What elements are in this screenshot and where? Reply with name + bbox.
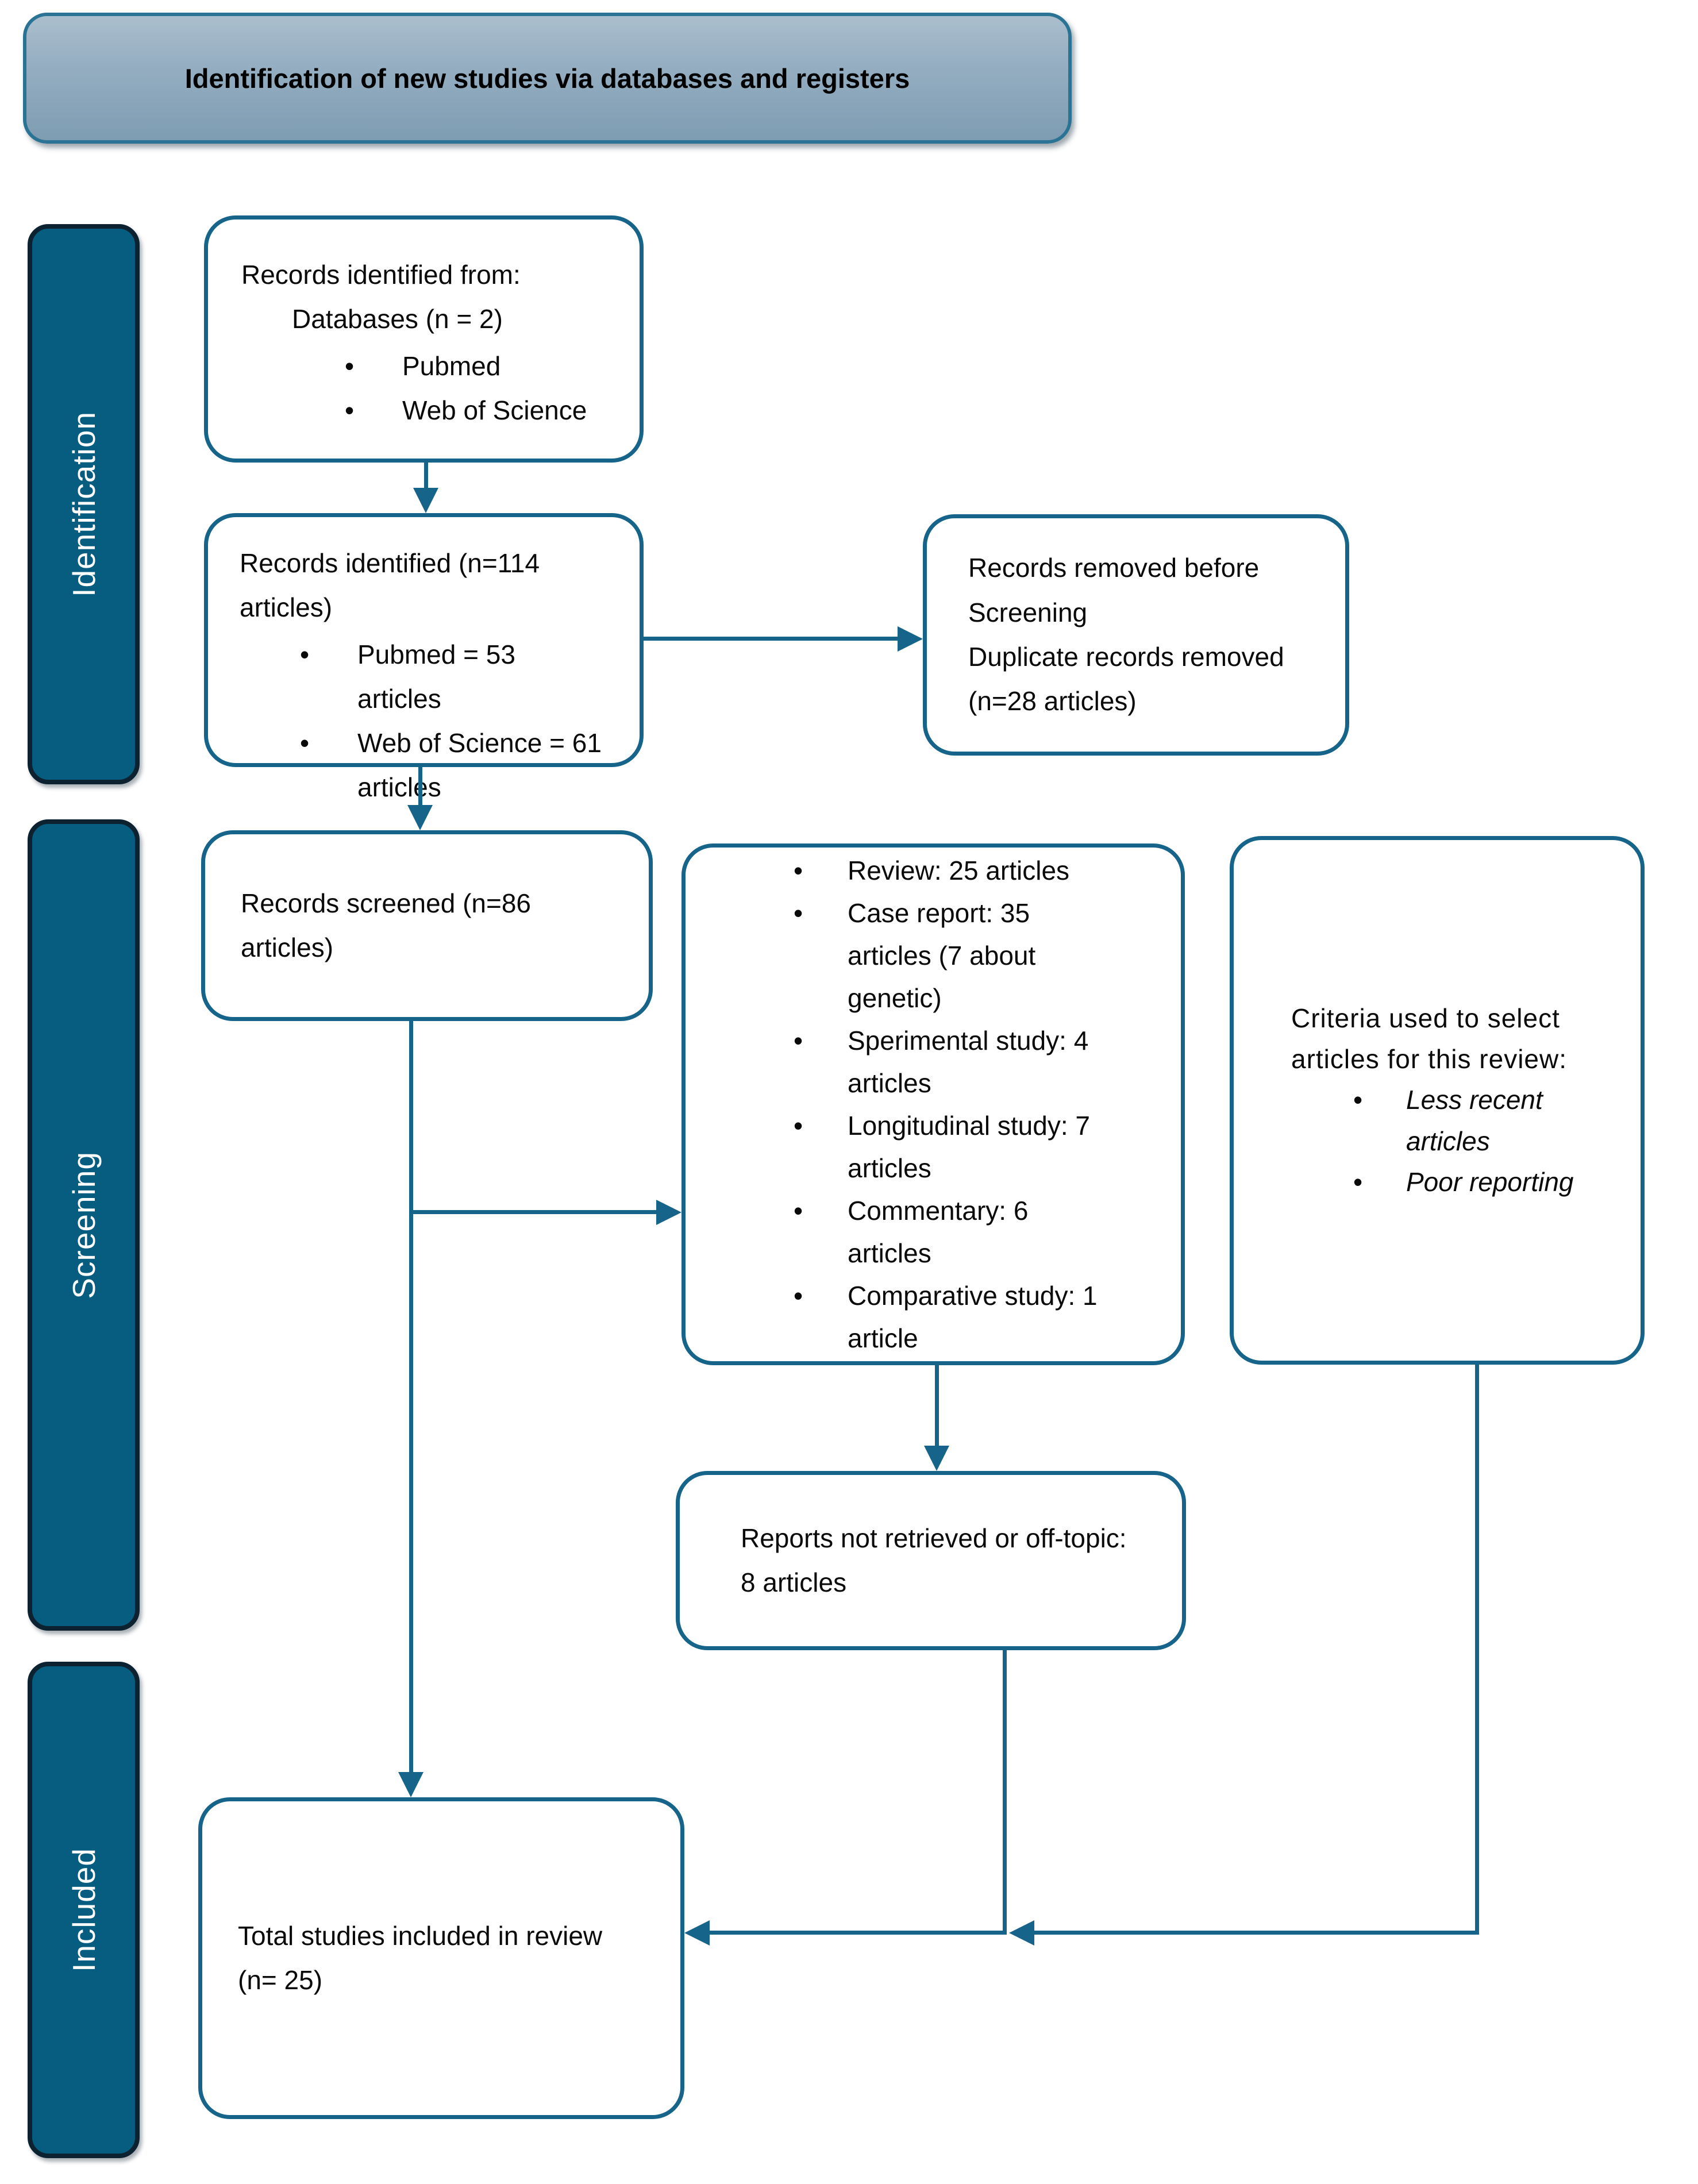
bullet-dot xyxy=(1353,1162,1406,1203)
bullet-dot xyxy=(794,892,848,934)
connector-junction-to-f xyxy=(709,1931,1007,1935)
box-reports-not-retrieved: Reports not retrieved or off-topic: 8 ar… xyxy=(676,1471,1186,1650)
stage-label-screening: Screening xyxy=(66,1151,102,1299)
arrowhead-left-into-f xyxy=(684,1920,710,1946)
list-item: Sperimental study: 4 articles xyxy=(794,1019,1181,1104)
list-item: Web of Science xyxy=(345,388,622,433)
connector-h-down xyxy=(1475,1363,1479,1935)
arrowhead-right-b-to-g xyxy=(898,626,923,652)
bullet-dot xyxy=(794,849,848,892)
diagram-title: Identification of new studies via databa… xyxy=(184,63,910,94)
bullet-dot xyxy=(345,388,402,433)
box-a-bullet-list: Pubmed Web of Science xyxy=(241,344,622,433)
connector-b-to-g xyxy=(642,637,900,641)
box-f-text: Total studies included in review (n= 25) xyxy=(238,1920,603,1995)
bullet-dot xyxy=(794,1104,848,1147)
arrowhead-down-d-to-e xyxy=(924,1446,949,1471)
stage-label-identification: Identification xyxy=(66,411,102,597)
box-a-line2: Databases (n = 2) xyxy=(292,304,503,334)
bullet-dot xyxy=(1353,1080,1406,1120)
box-screening-breakdown: Review: 25 articles Case report: 35 arti… xyxy=(681,843,1185,1365)
list-item: Comparative study: 1 article xyxy=(794,1274,1181,1359)
connector-e-down xyxy=(1003,1649,1007,1935)
list-item: Less recent articles xyxy=(1353,1080,1641,1162)
stage-bar-screening: Screening xyxy=(28,819,140,1631)
box-records-identified-from: Records identified from: Databases (n = … xyxy=(204,215,644,463)
arrowhead-right-branch-to-d xyxy=(656,1200,681,1225)
arrowhead-down-a-to-b xyxy=(413,488,438,513)
box-h-bullet-list: Less recent articles Poor reporting xyxy=(1234,1080,1641,1203)
bullet-dot xyxy=(300,633,357,677)
box-selection-criteria: Criteria used to select articles for thi… xyxy=(1230,836,1645,1365)
box-g-text: Records removed before Screening Duplica… xyxy=(968,553,1284,717)
arrowhead-down-c-to-f xyxy=(398,1772,423,1797)
list-item: Case report: 35 articles (7 about geneti… xyxy=(794,892,1181,1019)
stage-bar-identification: Identification xyxy=(28,224,140,784)
connector-a-to-b xyxy=(424,460,428,491)
box-h-heading: Criteria used to select articles for thi… xyxy=(1291,1003,1568,1074)
connector-c-to-f xyxy=(409,1020,413,1774)
diagram-title-banner: Identification of new studies via databa… xyxy=(23,13,1072,144)
box-e-text: Reports not retrieved or off-topic: 8 ar… xyxy=(741,1523,1127,1597)
list-item: Poor reporting xyxy=(1353,1162,1641,1203)
box-b-bullet-list: Pubmed = 53 articles Web of Science = 61… xyxy=(240,633,628,810)
bullet-dot xyxy=(300,721,357,765)
bullet-dot xyxy=(794,1019,848,1062)
box-c-text: Records screened (n=86 articles) xyxy=(241,888,532,962)
box-a-line1: Records identified from: xyxy=(241,260,521,290)
arrowhead-down-b-to-c xyxy=(407,805,433,830)
list-item: Web of Science = 61 articles xyxy=(300,721,628,810)
box-total-included: Total studies included in review (n= 25) xyxy=(198,1797,684,2119)
bullet-dot xyxy=(794,1274,848,1317)
box-records-identified: Records identified (n=114 articles) Pubm… xyxy=(204,513,644,802)
list-item: Pubmed = 53 articles xyxy=(300,633,628,722)
box-d-bullet-list: Review: 25 articles Case report: 35 arti… xyxy=(686,849,1181,1360)
connector-branch-to-d xyxy=(411,1210,657,1214)
bullet-dot xyxy=(794,1189,848,1232)
connector-h-to-junction xyxy=(1033,1931,1479,1935)
box-b-heading: Records identified (n=114 articles) xyxy=(240,548,540,623)
stage-bar-included: Included xyxy=(28,1662,140,2158)
box-records-screened: Records screened (n=86 articles) xyxy=(201,830,653,1021)
connector-b-to-c xyxy=(418,764,422,807)
connector-d-to-e xyxy=(935,1364,939,1447)
list-item: Commentary: 6 articles xyxy=(794,1189,1181,1274)
list-item: Pubmed xyxy=(345,344,622,388)
list-item: Longitudinal study: 7 articles xyxy=(794,1104,1181,1189)
stage-label-included: Included xyxy=(66,1848,102,1972)
list-item: Review: 25 articles xyxy=(794,849,1181,892)
arrowhead-left-h-to-junction xyxy=(1009,1920,1034,1946)
bullet-dot xyxy=(345,344,402,388)
box-records-removed: Records removed before Screening Duplica… xyxy=(923,514,1349,756)
